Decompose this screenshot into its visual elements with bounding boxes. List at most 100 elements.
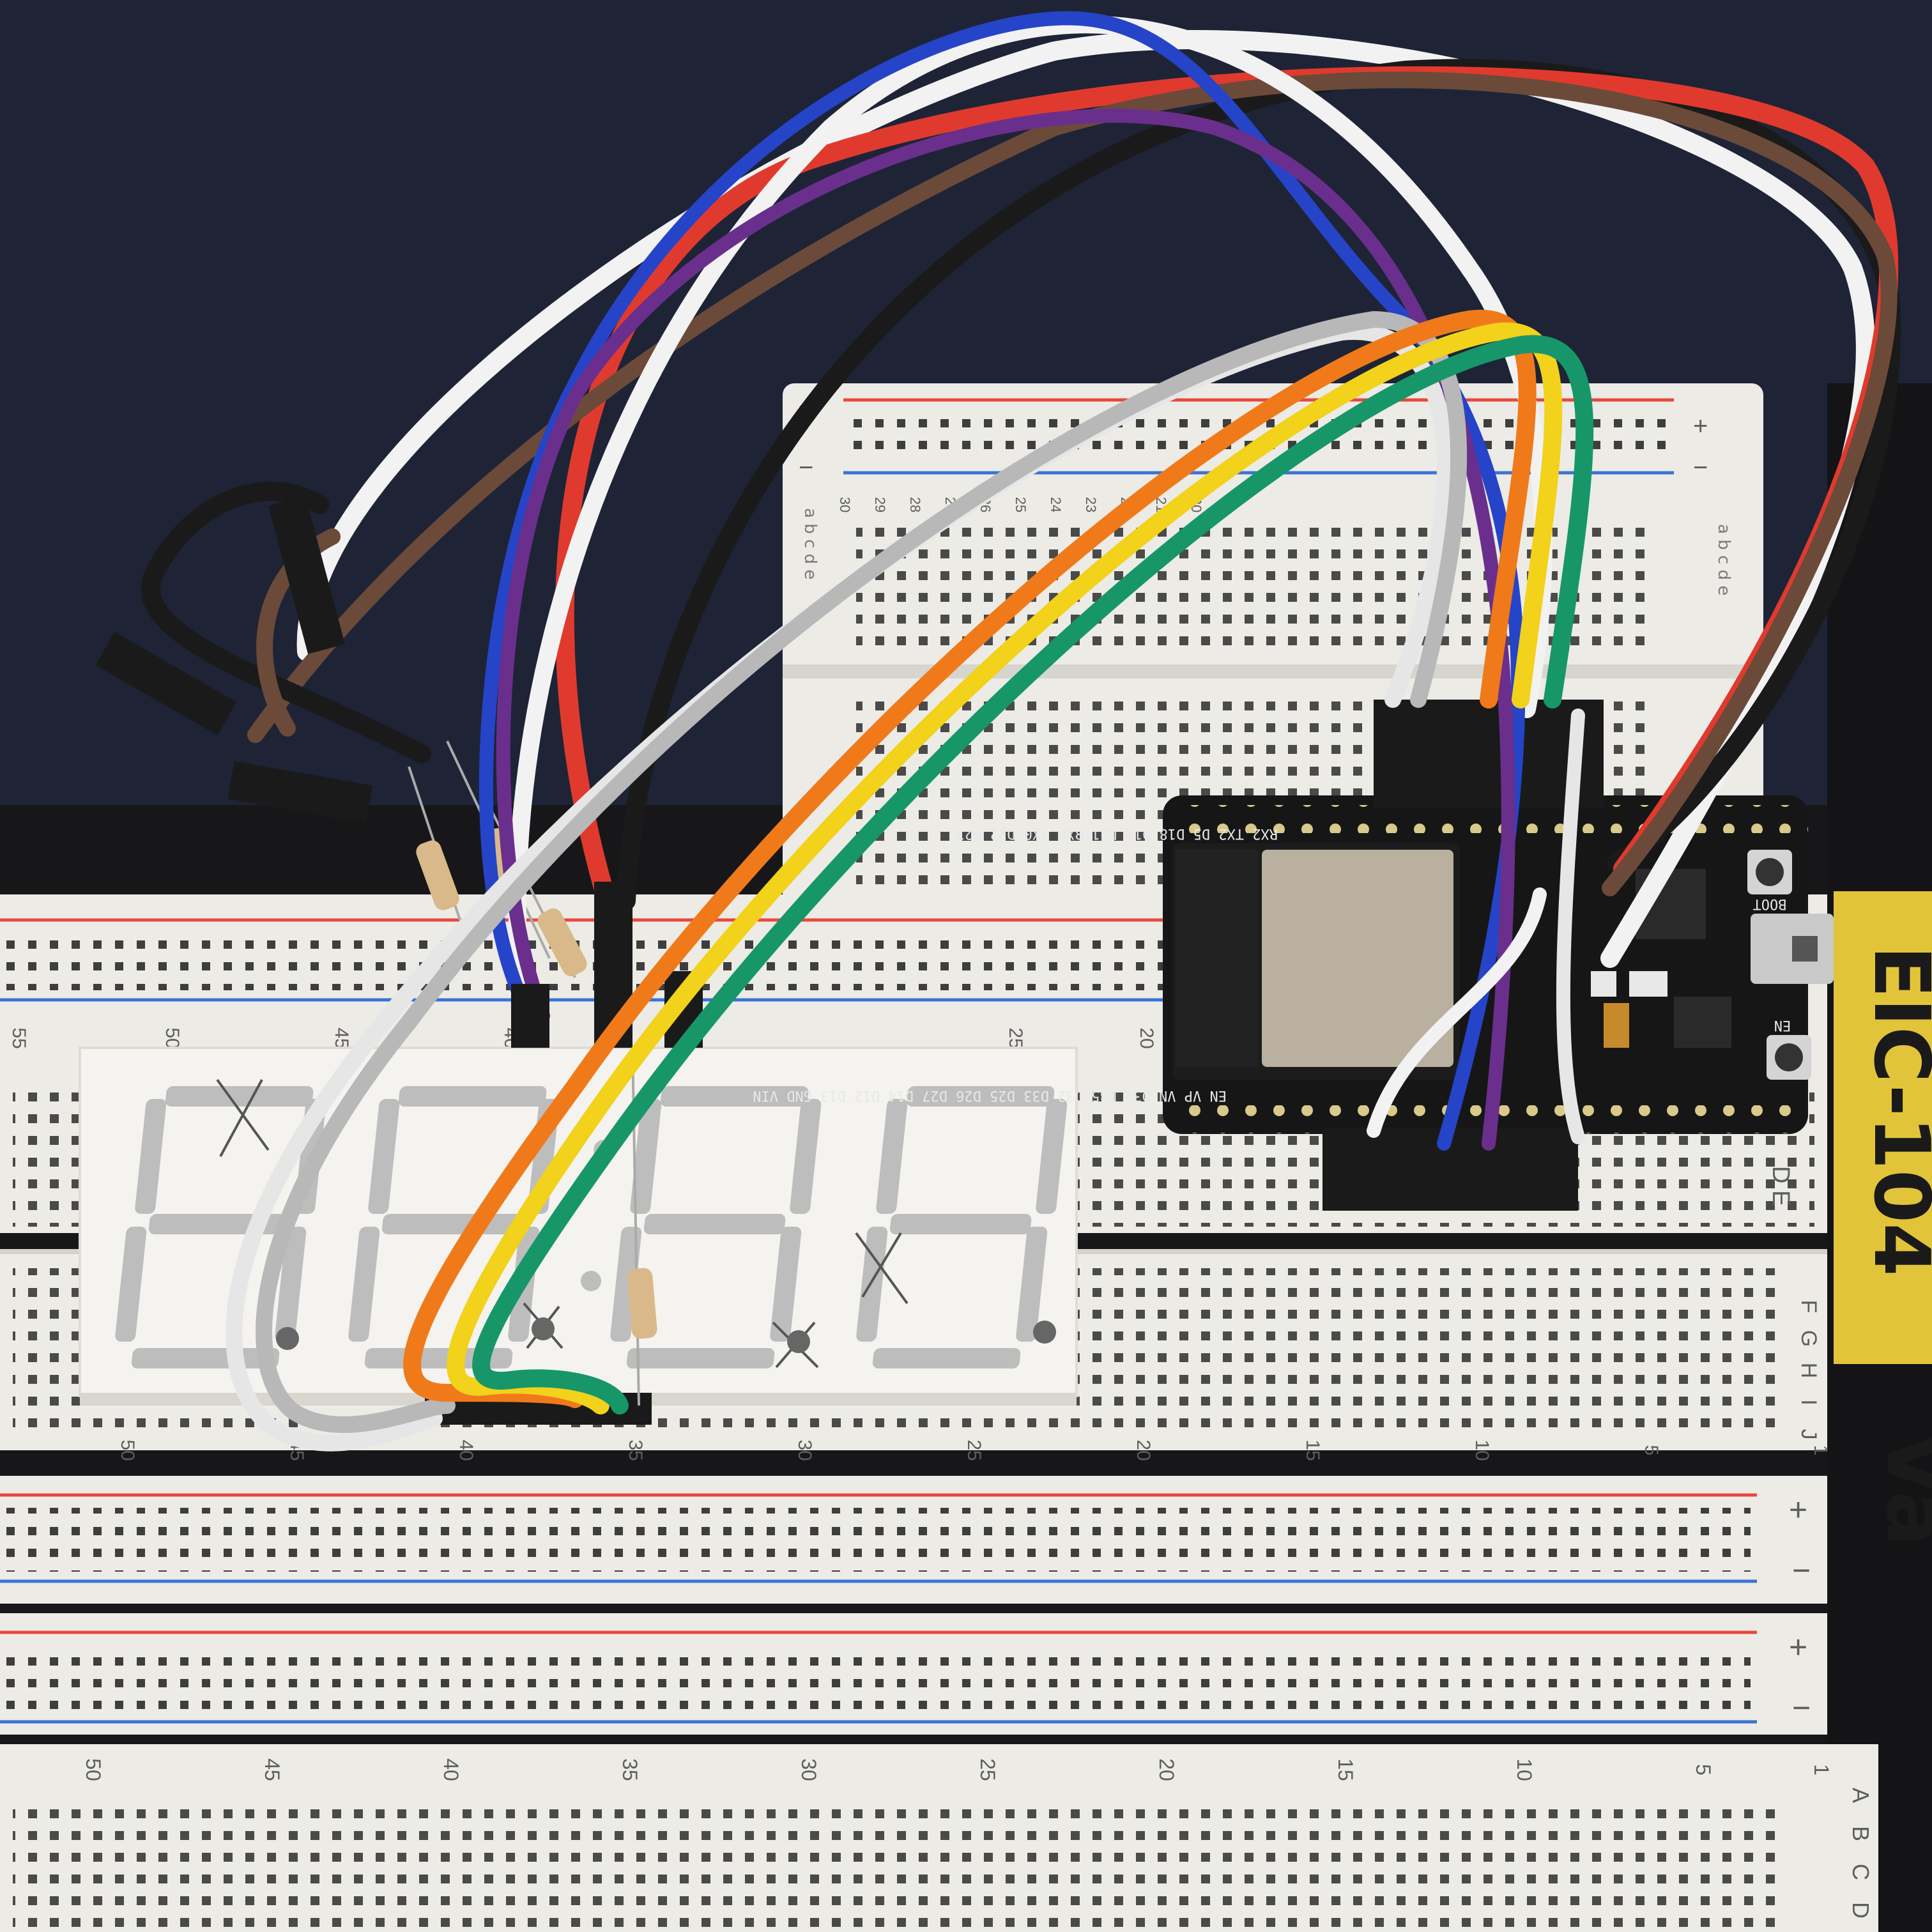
lower-row-number: 5	[1641, 1445, 1662, 1456]
mini-plus-label-right: +	[1693, 412, 1708, 440]
segment-a	[398, 1086, 547, 1107]
lower-row-number: 40	[456, 1439, 477, 1460]
rail1-minus: −	[1792, 1552, 1811, 1588]
segment-c	[1016, 1227, 1048, 1342]
lower-row-number: 30	[794, 1439, 815, 1460]
segment-f	[876, 1099, 908, 1214]
bottom-row-number: 15	[1334, 1758, 1357, 1781]
lower-row-number: 20	[1133, 1439, 1154, 1460]
mini-minus-label: −	[799, 454, 813, 482]
power-rails: + − + −	[0, 1476, 1827, 1735]
segment-a	[660, 1086, 809, 1107]
lower-row-number: 15	[1302, 1439, 1323, 1460]
bottom-row-number: 50	[82, 1758, 105, 1781]
lower-row-number: 25	[963, 1439, 985, 1460]
bottom-row-number: 5	[1692, 1764, 1715, 1775]
bottom-row-number: 10	[1513, 1758, 1536, 1781]
digit-4	[856, 1086, 1068, 1368]
lower-row-number: 50	[117, 1439, 138, 1460]
segment-c	[770, 1227, 802, 1342]
top-row-number: 20	[1136, 1027, 1157, 1048]
mini-letters-right: a b c d e	[1714, 524, 1733, 595]
row-letter: C	[1848, 1864, 1874, 1880]
mini-letters-left: a b c d e	[801, 508, 820, 579]
esp32-antenna	[1176, 850, 1259, 1067]
mini-minus-label-right: −	[1693, 454, 1708, 482]
resistor-4	[627, 1268, 657, 1339]
lower-row-number: 10	[1471, 1439, 1492, 1460]
wire-black-short	[141, 482, 431, 763]
row-letter: J	[1797, 1429, 1821, 1440]
bottom-row-number: 35	[618, 1758, 641, 1781]
esp32-top-header	[1374, 700, 1604, 808]
row-letter: A	[1848, 1788, 1874, 1803]
seven-segment-display	[79, 1046, 1078, 1406]
regulator	[1674, 997, 1731, 1048]
jumper-wires	[95, 11, 1901, 1452]
segment-c	[275, 1227, 307, 1342]
mini-row-number: 24	[1048, 497, 1064, 512]
mini-row-number: 29	[872, 497, 888, 512]
rail2-plus: +	[1789, 1629, 1807, 1665]
segment-a	[906, 1086, 1055, 1107]
mini-row-number: 25	[1013, 497, 1029, 512]
row-letter: H	[1797, 1363, 1821, 1379]
en-label: EN	[1774, 1017, 1791, 1033]
row-letters-abcd: A B C D	[1848, 1788, 1874, 1919]
wire-yellow	[447, 322, 1563, 1414]
wire-green	[472, 335, 1594, 1414]
segment-g	[643, 1214, 786, 1234]
baseplate-text: Va	[1868, 1431, 1932, 1547]
top-row-number: 45	[331, 1027, 352, 1048]
segment-f	[630, 1099, 662, 1214]
segment-e	[856, 1227, 888, 1342]
bottom-row-number: 25	[976, 1758, 999, 1781]
row-letter: F	[1797, 1300, 1821, 1314]
segment-b	[790, 1099, 822, 1214]
bottom-row-number: 30	[797, 1758, 820, 1781]
segment-g	[889, 1214, 1032, 1234]
segment-d	[626, 1348, 775, 1368]
esp32-bottom-pins: EN VP VN D34 D35 D32 D33 D25 D26 D27 D14…	[753, 1087, 1227, 1103]
lower-row-number: 35	[625, 1439, 646, 1460]
bottom-row-number: 45	[261, 1758, 284, 1781]
segment-f	[368, 1099, 400, 1214]
wire-blue	[479, 11, 1526, 1151]
bottom-row-number: 1	[1810, 1764, 1833, 1775]
rail1-plus: +	[1789, 1492, 1807, 1528]
boot-label: BOOT	[1753, 896, 1787, 912]
segment-d	[872, 1348, 1021, 1368]
row-letter: D	[1848, 1902, 1874, 1919]
segment-g	[381, 1214, 524, 1234]
row-letters-fghij: F GH I J	[1797, 1300, 1821, 1440]
digit-3	[610, 1086, 822, 1368]
segment-e	[115, 1227, 147, 1342]
top-row-number: 25	[1005, 1027, 1026, 1048]
bottom-row-number: 20	[1155, 1758, 1178, 1781]
mini-row-number: 23	[1083, 497, 1099, 512]
row-letters-de: D E	[1767, 1166, 1794, 1206]
mini-row-number: 28	[907, 497, 923, 512]
resistor-3	[537, 908, 587, 977]
baseplate-sticker: EIC-104 Va	[1834, 891, 1932, 1547]
lower-row-number: 1	[1810, 1445, 1831, 1456]
display-digits	[115, 1086, 1068, 1368]
segment-a	[165, 1086, 314, 1107]
mini-row-number: 30	[837, 497, 853, 512]
rail2-minus: −	[1792, 1690, 1811, 1726]
main-breadboard-bottom: 50 45 40 35 30 25 20 15 10 5 1 A B C D	[0, 1744, 1878, 1932]
top-row-number: 55	[8, 1027, 29, 1048]
main-bottom-numbers: 50 45 40 35 30 25 20 15 10 5 1	[82, 1758, 1833, 1781]
row-letter: B	[1848, 1826, 1874, 1841]
row-letter: G	[1797, 1330, 1821, 1347]
bottom-row-number: 40	[440, 1758, 463, 1781]
segment-e	[610, 1227, 642, 1342]
segment-b	[1036, 1099, 1068, 1214]
resistor-1	[416, 840, 459, 910]
colon-dot-bottom	[581, 1271, 601, 1291]
row-letter: I	[1797, 1399, 1821, 1405]
top-row-number: 50	[162, 1027, 183, 1048]
sticker-text: EIC-104	[1857, 946, 1932, 1276]
